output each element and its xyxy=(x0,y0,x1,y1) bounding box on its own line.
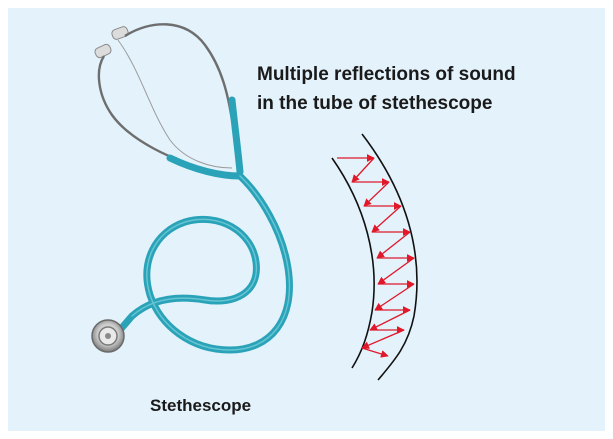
chest-piece xyxy=(92,320,124,352)
sound-ray xyxy=(377,232,410,258)
sound-ray xyxy=(370,310,410,330)
reflection-title-line-1: Multiple reflections of sound xyxy=(257,64,516,86)
sound-ray xyxy=(352,158,374,182)
tube-wall-inner xyxy=(332,158,374,368)
sound-ray xyxy=(364,182,389,206)
sound-ray xyxy=(378,258,414,284)
sound-ray xyxy=(362,330,404,348)
stethoscope-tube xyxy=(120,176,289,350)
tube-upper-left xyxy=(170,158,240,176)
reflection-title-line-2: in the tube of stethescope xyxy=(257,93,492,115)
binaural-tube-right xyxy=(125,24,232,120)
tube-wall-outer xyxy=(362,134,417,380)
tube-upper-right xyxy=(232,100,240,172)
binaural-tube-left xyxy=(99,56,232,176)
tube-highlight xyxy=(132,176,289,350)
sound-ray xyxy=(362,348,388,356)
stethoscope-caption: Stethescope xyxy=(150,396,251,416)
sound-ray xyxy=(375,284,414,310)
reflection-diagram xyxy=(332,134,417,380)
ear-tip-right xyxy=(111,26,129,41)
sound-ray xyxy=(372,206,401,232)
sound-rays xyxy=(337,158,414,356)
